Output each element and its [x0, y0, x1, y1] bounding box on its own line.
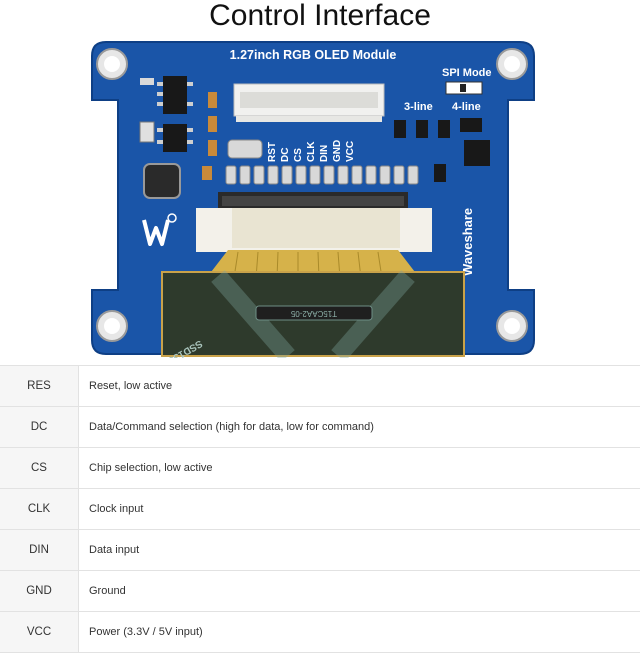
pin-label-clk: CLK — [306, 141, 317, 162]
mounting-hole-icon — [496, 310, 528, 342]
pin-header-pads — [225, 165, 419, 185]
pin-description: Data/Command selection (high for data, l… — [78, 406, 640, 448]
pin-table: RES Reset, low active DC Data/Command se… — [0, 365, 640, 653]
header-pin-labels: RST DC CS CLK DIN GND VCC — [267, 140, 356, 162]
brand-label: Waveshare — [460, 208, 475, 276]
pin-description: Reset, low active — [78, 365, 640, 407]
four-line-label: 4-line — [452, 101, 481, 113]
driver-marking: T15CAA2-05 — [290, 309, 337, 318]
pin-name: CLK — [0, 488, 79, 530]
mounting-hole-icon — [496, 48, 528, 80]
table-row: DC Data/Command selection (high for data… — [0, 406, 640, 448]
table-row: DIN Data input — [0, 529, 640, 571]
pin-name: VCC — [0, 611, 79, 653]
pin-description: Ground — [78, 570, 640, 612]
table-row: RES Reset, low active — [0, 365, 640, 407]
pin-name: DIN — [0, 529, 79, 571]
pin-label-gnd: GND — [332, 140, 343, 162]
mounting-hole-icon — [96, 310, 128, 342]
spi-mode-label: SPI Mode — [442, 67, 492, 79]
driver-ic — [255, 305, 373, 321]
pin-description: Clock input — [78, 488, 640, 530]
pin-label-din: DIN — [319, 145, 330, 162]
pin-description: Data input — [78, 529, 640, 571]
oled-module-photo: 1.27inch RGB OLED Module RST DC CS CLK D… — [91, 41, 535, 358]
pin-name: GND — [0, 570, 79, 612]
pin-description: Chip selection, low active — [78, 447, 640, 489]
pin-label-cs: CS — [293, 148, 304, 162]
module-title: 1.27inch RGB OLED Module — [230, 48, 397, 62]
pin-name: RES — [0, 365, 79, 407]
pin-description: Power (3.3V / 5V input) — [78, 611, 640, 653]
table-row: CLK Clock input — [0, 488, 640, 530]
page-title: Control Interface — [209, 0, 431, 32]
waveshare-logo-icon — [142, 213, 177, 246]
pin-name: DC — [0, 406, 79, 448]
three-line-label: 3-line — [404, 101, 433, 113]
pin-label-rst: RST — [267, 142, 278, 162]
pin-label-dc: DC — [280, 148, 291, 162]
pin-name: CS — [0, 447, 79, 489]
table-row: GND Ground — [0, 570, 640, 612]
table-row: VCC Power (3.3V / 5V input) — [0, 611, 640, 653]
table-row: CS Chip selection, low active — [0, 447, 640, 489]
pin-label-vcc: VCC — [345, 141, 356, 162]
mounting-hole-icon — [96, 48, 128, 80]
